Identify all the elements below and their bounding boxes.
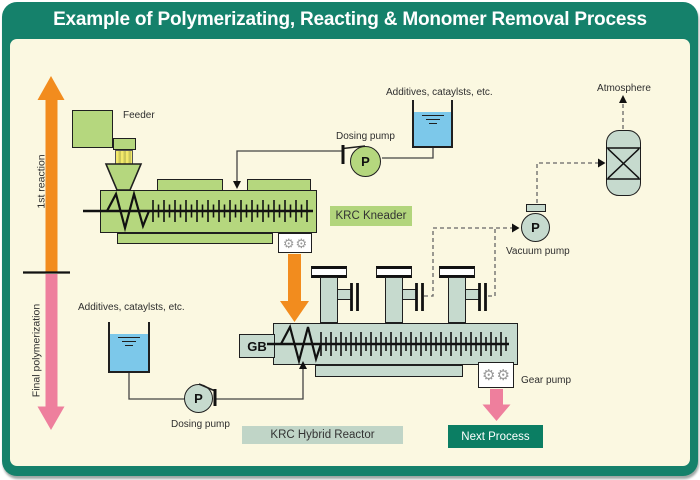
condenser-vessel [606,130,641,196]
feeder-label: Feeder [123,110,155,121]
reactor-body [273,323,518,365]
top-dosing-pump: P [350,146,381,177]
reactor-nozzle-branch [403,289,417,300]
kneader-name-tag: KRC Kneader [330,206,412,226]
bottom-tank-label: Additives, cataylsts, etc. [78,302,185,313]
diagram-canvas [10,39,690,466]
water-surface-icon [428,123,437,124]
pump-symbol: P [531,220,540,235]
feeder-outlet-box [113,138,136,150]
water-surface-icon [122,341,136,342]
bottom-dosing-pump: P [184,384,213,413]
reactor-gearbox-gb: GB [239,334,275,358]
top-dosing-pump-label: Dosing pump [336,131,395,142]
water-surface-icon [425,119,440,120]
water-surface-icon [421,115,444,116]
kneader-body [100,190,317,233]
atmosphere-label: Atmosphere [597,83,651,94]
feeder-chute [115,150,133,165]
bottom-tank-water [110,334,148,371]
pump-symbol: P [194,391,203,406]
top-tank-label: Additives, cataylsts, etc. [386,87,493,98]
reactor-name-tag: KRC Hybrid Reactor [242,426,403,444]
reactor-nozzle-column [448,277,466,323]
kneader-base [117,233,273,244]
feeder-hopper-box [72,110,113,148]
bottom-additives-tank [108,322,150,373]
water-surface-icon [125,345,133,346]
gear-icon: ⚙ [496,366,510,384]
gear-icon: ⚙ [282,235,295,251]
first-reaction-label: 1st reaction [35,154,48,209]
gear-icon: ⚙ [295,235,308,251]
next-process-tag: Next Process [448,425,543,448]
reactor-nozzle-column [385,277,403,323]
top-tank-water [414,112,451,146]
reactor-nozzle-cap [311,266,347,278]
reactor-nozzle-branch [338,289,351,300]
reactor-base [315,365,463,377]
diagram-title: Example of Polymerizating, Reacting & Mo… [53,9,647,30]
top-additives-tank [412,100,453,148]
vacuum-pump-flange [526,204,546,212]
gear-icon: ⚙ [482,366,496,384]
reactor-gear-pump: ⚙ ⚙ [478,362,514,388]
pump-symbol: P [361,154,370,169]
final-polymerization-label: Final polymerization [30,303,43,398]
reactor-nozzle-column [320,277,338,323]
water-surface-icon [118,337,140,338]
reactor-nozzle-branch [466,289,480,300]
bottom-dosing-pump-label: Dosing pump [171,419,230,430]
reactor-nozzle-cap [376,266,412,278]
gear-pump-label: Gear pump [521,375,572,386]
kneader-gearbox: ⚙ ⚙ [278,233,312,253]
vacuum-pump: P [521,213,550,242]
vacuum-pump-label: Vacuum pump [506,246,570,257]
